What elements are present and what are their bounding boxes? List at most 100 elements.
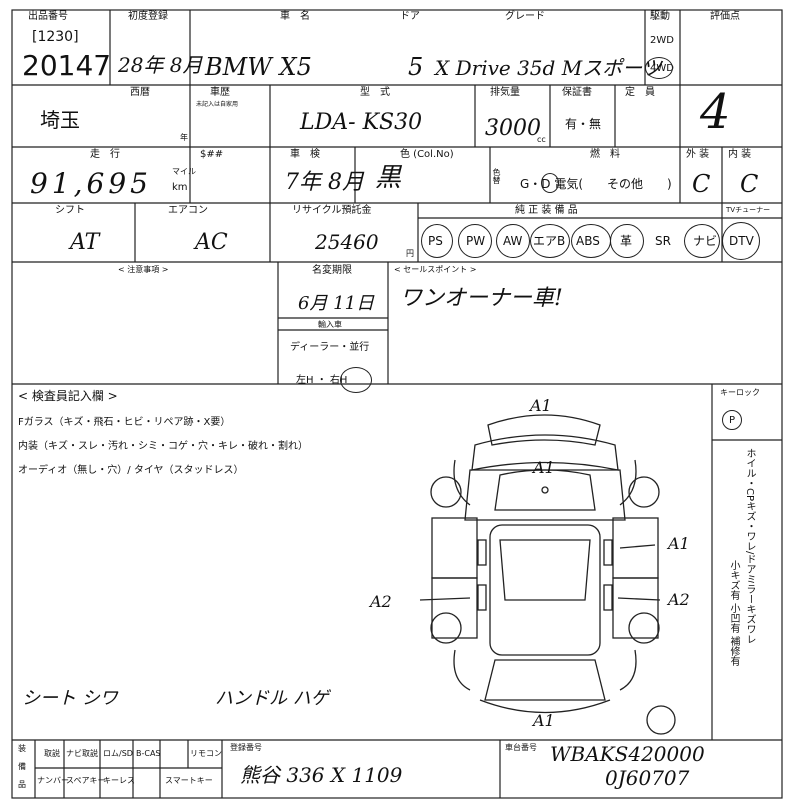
nishireki-label: 西暦 bbox=[130, 87, 150, 98]
reg-number-label: 登録番号 bbox=[230, 743, 262, 752]
color-change-label: 色替 bbox=[492, 168, 501, 184]
expiry-value: 6月 11日 bbox=[298, 293, 375, 314]
reg-number-value: 熊谷 336 X 1109 bbox=[240, 763, 403, 787]
side-note-sub: 小キズ有 小凹有 補修有 bbox=[728, 560, 739, 667]
b-cas: B-CAS bbox=[136, 749, 161, 758]
equip-navi-circle bbox=[684, 224, 720, 258]
first-reg-label: 初度登録 bbox=[128, 11, 168, 22]
door-label: ドア bbox=[400, 11, 420, 22]
lot-number: 20147 bbox=[22, 49, 112, 82]
side-note: ホイル・CPキズ・ワレ/ドアミラーキズワレ bbox=[744, 448, 755, 645]
interior-label: 内 装 bbox=[728, 149, 752, 160]
cc-unit: cc bbox=[537, 135, 546, 144]
damage-front-bumper: A1 bbox=[530, 396, 552, 415]
damage-hood: A1 bbox=[533, 458, 555, 477]
note-handle: ハンドル ハゲ bbox=[215, 688, 329, 709]
inspection-value: 7年 8月 bbox=[285, 170, 364, 195]
spare-key: スペアキー bbox=[66, 776, 106, 785]
door-value: 5 bbox=[408, 53, 424, 81]
tuner-label: TVチューナー bbox=[726, 206, 771, 214]
recycle-value: 25460 bbox=[315, 230, 379, 254]
lot-code: [1230] bbox=[32, 29, 79, 45]
remote: リモコン bbox=[190, 749, 222, 758]
exterior-value: C bbox=[692, 170, 711, 198]
year-unit: 年 bbox=[180, 133, 188, 142]
car-diagram bbox=[419, 414, 676, 735]
equip-side-3: 品 bbox=[18, 780, 26, 789]
navi-manual: ナビ取説 bbox=[66, 749, 98, 758]
right-hand-circle bbox=[340, 367, 372, 393]
equip-side-1: 装 bbox=[18, 744, 26, 753]
smart-key: スマートキー bbox=[165, 776, 213, 785]
car-name-label: 車 名 bbox=[280, 11, 310, 22]
lot-label: 出品番号 bbox=[28, 11, 68, 22]
recycle-label: リサイクル預託金 bbox=[292, 205, 372, 216]
region: 埼玉 bbox=[40, 108, 80, 132]
equip-airbag-circle bbox=[530, 224, 570, 258]
vin-value-2: 0J60707 bbox=[605, 766, 690, 790]
score-value: 4 bbox=[700, 84, 731, 140]
steering: 左H ・ 右H bbox=[296, 375, 348, 386]
km-unit: km bbox=[172, 182, 188, 193]
shift-value: AT bbox=[70, 230, 100, 255]
color-value: 黒 bbox=[375, 163, 402, 193]
meter-label: $## bbox=[200, 149, 224, 160]
first-reg-value: 28年 8月 bbox=[118, 53, 203, 77]
fglass-line: Fガラス（キズ・飛石・ヒビ・リペア跡・X要） bbox=[18, 417, 231, 428]
equip-aw-circle bbox=[496, 224, 530, 258]
mileage-label: 走 行 bbox=[90, 149, 120, 160]
import-dealer: ディーラー・並行 bbox=[290, 342, 370, 353]
equip-abs-circle bbox=[571, 224, 611, 258]
exterior-label: 外 装 bbox=[686, 149, 710, 160]
inspector-title: < 検査員記入欄 > bbox=[18, 389, 118, 403]
car-name-value: BMW X5 bbox=[205, 53, 312, 81]
fuel-label: 燃 料 bbox=[590, 149, 620, 160]
manual: 取説 bbox=[44, 749, 60, 758]
vin-label: 車台番号 bbox=[505, 743, 537, 752]
import-label: 輸入車 bbox=[318, 320, 342, 329]
grade-value: X Drive 35d Mスポーツ bbox=[435, 56, 662, 80]
equip-dtv-circle bbox=[722, 222, 760, 260]
number-plate: ナンバー bbox=[37, 776, 69, 785]
sales-point-label: < セールスポイント > bbox=[394, 265, 477, 274]
drive-4wd-circle bbox=[645, 57, 673, 79]
warranty-value: 有・無 bbox=[565, 117, 602, 131]
damage-left-door: A2 bbox=[370, 592, 392, 611]
aircon-value: AC bbox=[195, 230, 228, 255]
shareki-note: 未記入は自家用 bbox=[196, 101, 239, 108]
sales-point-value: ワンオーナー車! bbox=[400, 286, 563, 311]
aircon-label: エアコン bbox=[168, 205, 208, 216]
damage-rear-bumper: A1 bbox=[533, 711, 555, 730]
displacement-label: 排気量 bbox=[490, 87, 520, 98]
capacity-label: 定 員 bbox=[625, 87, 655, 98]
equip-side-2: 備 bbox=[18, 762, 26, 771]
inspection-label: 車 検 bbox=[290, 149, 320, 160]
score-label: 評価点 bbox=[710, 11, 740, 22]
equip-pw-circle bbox=[458, 224, 492, 258]
equipment-label: 純 正 装 備 品 bbox=[515, 205, 578, 216]
grade-label: グレード bbox=[505, 11, 545, 22]
keyless: キーレス bbox=[103, 776, 135, 785]
fuel-diesel-circle bbox=[541, 173, 559, 193]
displacement-value: 3000 bbox=[485, 116, 541, 141]
equip-leather-circle bbox=[610, 224, 644, 258]
warranty-label: 保証書 bbox=[562, 87, 592, 98]
drive-2wd: 2WD bbox=[650, 35, 674, 46]
interior-line: 内装（キズ・スレ・汚れ・シミ・コゲ・穴・キレ・破れ・割れ） bbox=[18, 441, 308, 452]
shareki-label: 車歴 bbox=[210, 87, 230, 98]
damage-right-rear: A2 bbox=[668, 590, 690, 609]
model-value: LDA- KS30 bbox=[300, 110, 423, 135]
equip-sr: SR bbox=[655, 234, 671, 248]
audio-tire-line: オーディオ（無し・穴）/ タイヤ（スタッドレス） bbox=[18, 465, 244, 476]
mile-unit: マイル bbox=[172, 167, 196, 176]
expiry-label: 名変期限 bbox=[312, 265, 352, 276]
yen-unit: 円 bbox=[406, 249, 414, 258]
model-label: 型 式 bbox=[360, 87, 390, 98]
damage-right-door: A1 bbox=[668, 534, 690, 553]
shift-label: シフト bbox=[55, 205, 85, 216]
rom-sd: ロム/SD bbox=[103, 749, 133, 758]
keylock-circle bbox=[722, 410, 742, 430]
caution-label: < 注意事項 > bbox=[118, 265, 169, 274]
